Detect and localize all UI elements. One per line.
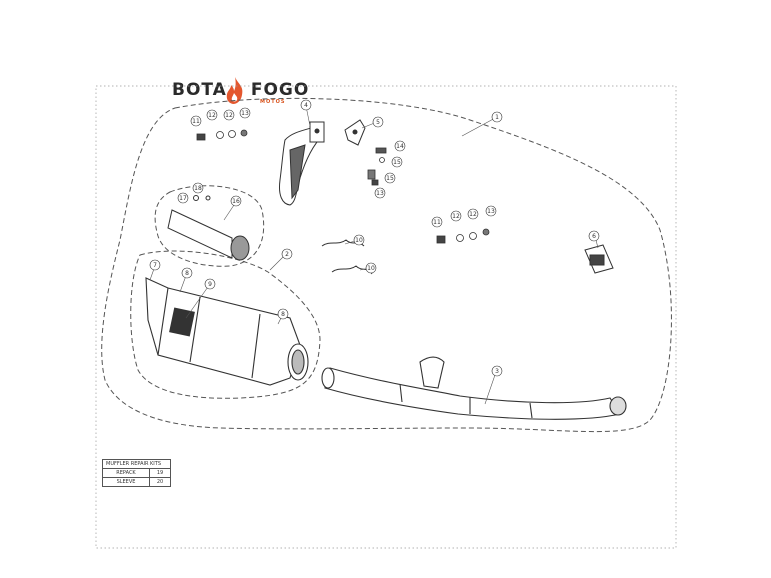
callout-8a: 8 [181,267,193,279]
callout-number: 12 [208,112,216,119]
callout-11b: 11 [431,216,443,228]
callout-13c: 13 [374,187,386,199]
callout-number: 11 [433,219,441,226]
callout-number: 18 [194,185,202,192]
callout-18: 18 [192,182,204,194]
callout-7: 7 [149,259,161,271]
callout-number: 8 [281,311,285,318]
callout-3: 3 [491,365,503,377]
callout-number: 5 [376,119,380,126]
callout-number: 15 [393,159,401,166]
callout-number: 4 [304,102,308,109]
assembly-boundary-2 [130,250,321,399]
callout-6: 6 [588,230,600,242]
callout-15b: 15 [384,172,396,184]
callout-number: 12 [452,213,460,220]
kit-name: SLEEVE [102,477,150,487]
sheet-border [95,85,677,549]
callout-number: 13 [376,190,384,197]
callout-2: 2 [281,248,293,260]
brand-name: BOTA FOGO [172,80,309,100]
part-muffler [145,277,309,386]
callout-group: 1 2 3 4 5 6 7 8 8 9 10 10 11 12 12 13 11… [149,99,600,377]
callout-number: 1 [495,114,499,121]
callout-13b: 13 [485,205,497,217]
callout-12c: 12 [450,210,462,222]
callout-number: 12 [469,211,477,218]
hardware-cluster-top [196,129,248,141]
assembly-boundary-1 [101,97,672,433]
kit-code: 19 [149,468,171,478]
callout-12d: 12 [467,208,479,220]
callout-number: 17 [179,195,187,202]
callout-5: 5 [372,116,384,128]
insert-boundary [154,185,265,267]
callout-16: 16 [230,195,242,207]
brand-logo: BOTA FOGO MOTOS [172,77,308,114]
callout-number: 15 [386,175,394,182]
callout-4: 4 [300,99,312,111]
callout-number: 3 [495,368,499,375]
brand-right: FOGO [250,80,310,100]
callout-number: 2 [285,251,289,258]
callout-8b: 8 [277,308,289,320]
callout-number: 13 [487,208,495,215]
part-clamp [584,244,614,274]
callout-number: 6 [592,233,596,240]
callout-11a: 11 [190,115,202,127]
callout-12b: 12 [223,109,235,121]
part-hanger-bracket [279,121,325,206]
kits-table-title: MUFFLER REPAIR KITS [102,459,171,469]
callout-14: 14 [394,140,406,152]
callout-number: 14 [396,143,404,150]
callout-17: 17 [177,192,189,204]
flame-icon [226,77,243,104]
callout-10a: 10 [353,234,365,246]
callout-10b: 10 [365,262,377,274]
callout-15a: 15 [391,156,403,168]
kit-name: REPACK [102,468,150,478]
callout-number: 7 [153,262,157,269]
part-clip [344,119,366,146]
hardware-cluster-right [436,228,490,244]
callout-number: 9 [208,281,212,288]
hardware-cluster-mid [367,147,387,186]
callout-number: 16 [232,198,240,205]
callout-12a: 12 [206,109,218,121]
part-insert [167,195,250,261]
callout-number: 10 [367,265,375,272]
callout-number: 13 [241,110,249,117]
callout-9: 9 [204,278,216,290]
callout-number: 12 [225,112,233,119]
table-row: SLEEVE 20 [102,477,171,487]
callout-1: 1 [491,111,503,123]
repair-kits-table: MUFFLER REPAIR KITS REPACK 19 SLEEVE 20 [102,459,171,487]
callout-number: 8 [185,270,189,277]
callout-number: 10 [355,237,363,244]
brand-left: BOTA [172,80,227,100]
table-row: REPACK 19 [102,468,171,478]
brand-subtitle: MOTOS [260,99,286,105]
kit-code: 20 [149,477,171,487]
callout-13a: 13 [239,107,251,119]
callout-number: 11 [192,118,200,125]
part-header-pipe [321,356,627,420]
